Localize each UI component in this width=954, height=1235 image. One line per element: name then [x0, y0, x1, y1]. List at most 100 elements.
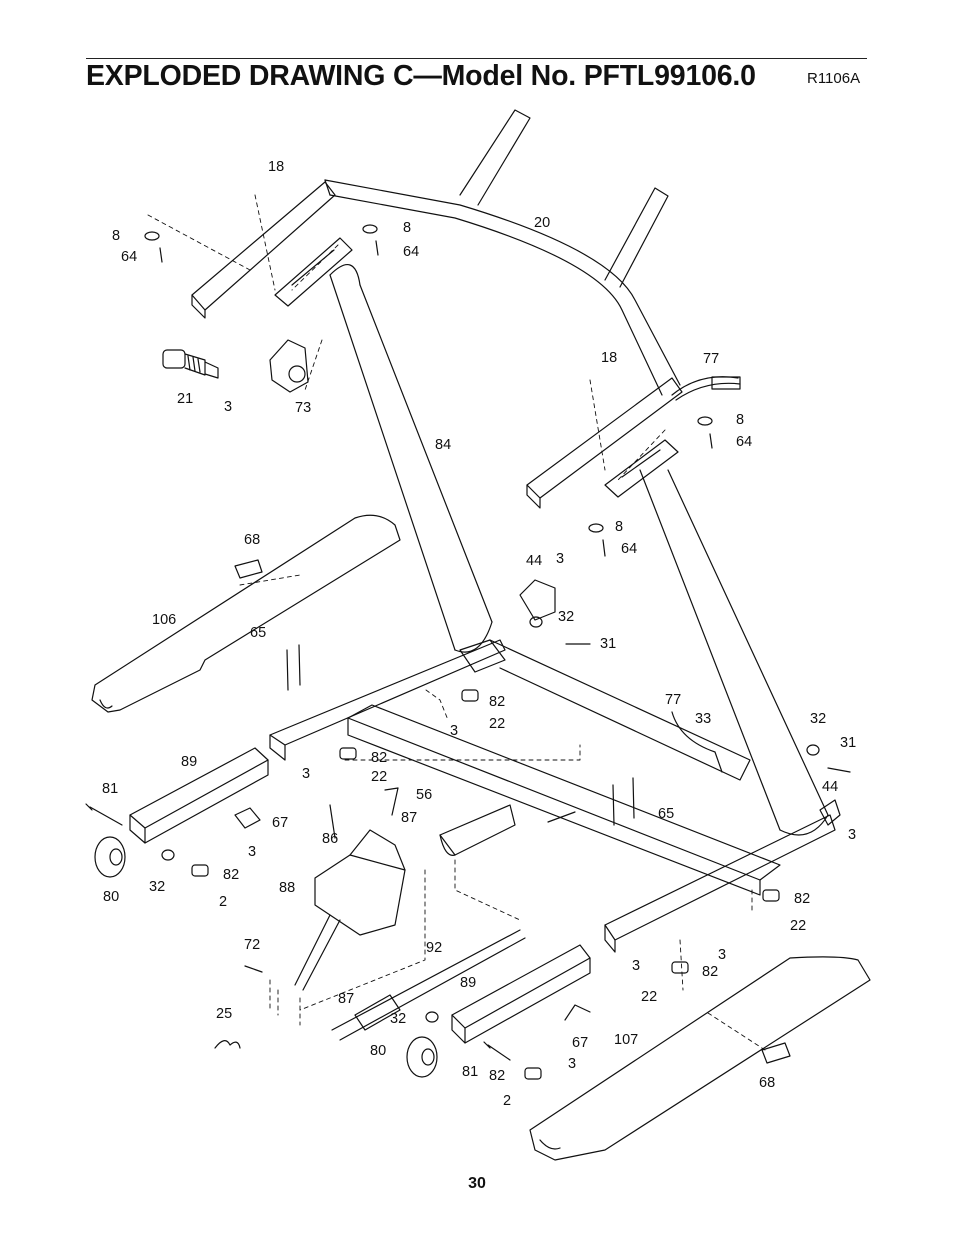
hardware — [144, 224, 851, 1049]
callout-8: 8 — [403, 220, 412, 236]
callout-88: 88 — [279, 880, 296, 896]
wheel-80-left — [94, 836, 126, 878]
base-frame — [269, 639, 836, 953]
callout-81: 81 — [102, 781, 119, 797]
decal-68-right — [761, 1042, 791, 1064]
drawing-reference: R1106A — [807, 70, 861, 87]
callout-73: 73 — [295, 400, 312, 416]
callout-68: 68 — [759, 1075, 776, 1091]
leveler-89-right — [451, 944, 591, 1044]
callout-3: 3 — [718, 947, 727, 963]
callout-3: 3 — [224, 399, 233, 415]
header-rule — [86, 58, 867, 59]
callout-82: 82 — [702, 964, 719, 980]
upright-right — [639, 469, 829, 836]
leveler-89-left — [129, 747, 269, 844]
bracket-73 — [269, 339, 309, 393]
callout-3: 3 — [556, 551, 565, 567]
decal-68-left — [234, 559, 263, 579]
callout-82: 82 — [223, 867, 240, 883]
callout-87: 87 — [338, 991, 355, 1007]
callout-64: 64 — [736, 434, 753, 450]
callout-8: 8 — [736, 412, 745, 428]
callout-33: 33 — [695, 711, 712, 727]
hood-106 — [91, 514, 401, 713]
callout-22: 22 — [641, 989, 658, 1005]
callout-64: 64 — [121, 249, 138, 265]
callout-3: 3 — [248, 844, 257, 860]
callout-64: 64 — [403, 244, 420, 260]
callout-31: 31 — [600, 636, 617, 652]
bolt-65-left — [286, 644, 301, 691]
wire-harness-77 — [671, 376, 741, 401]
callout-86: 86 — [322, 831, 339, 847]
callout-3: 3 — [632, 958, 641, 974]
callout-32: 32 — [810, 711, 827, 727]
right-arm-bracket — [526, 377, 683, 509]
upright-84 — [329, 264, 493, 653]
callout-77: 77 — [665, 692, 682, 708]
callout-67: 67 — [572, 1035, 589, 1051]
callout-82: 82 — [489, 694, 506, 710]
callout-32: 32 — [390, 1011, 407, 1027]
callout-64: 64 — [621, 541, 638, 557]
handrail-frame-20 — [324, 109, 681, 396]
callout-2: 2 — [219, 894, 228, 910]
piston-92 — [331, 929, 526, 1041]
callout-32: 32 — [149, 879, 166, 895]
bracket-44-right — [819, 799, 841, 826]
callout-87: 87 — [401, 810, 418, 826]
callout-22: 22 — [489, 716, 506, 732]
callout-67: 67 — [272, 815, 289, 831]
callout-81: 81 — [462, 1064, 479, 1080]
callout-18-top: 18 — [268, 159, 285, 175]
callout-89: 89 — [460, 975, 477, 991]
callout-20: 20 — [534, 215, 551, 231]
callout-3: 3 — [848, 827, 857, 843]
callout-56: 56 — [416, 787, 433, 803]
callout-82: 82 — [489, 1068, 506, 1084]
callout-68: 68 — [244, 532, 261, 548]
callout-3: 3 — [568, 1056, 577, 1072]
callout-18: 18 — [601, 350, 618, 366]
callout-77: 77 — [703, 351, 720, 367]
callout-80: 80 — [370, 1043, 387, 1059]
page-number: 30 — [468, 1175, 486, 1192]
callout-22: 22 — [371, 769, 388, 785]
callout-82: 82 — [371, 750, 388, 766]
callout-25: 25 — [216, 1006, 233, 1022]
left-arm-bracket — [191, 181, 353, 319]
callout-106: 106 — [152, 612, 177, 628]
callout-22: 22 — [790, 918, 807, 934]
callout-31: 31 — [840, 735, 857, 751]
callout-8: 8 — [112, 228, 121, 244]
bolt-81-right — [483, 1041, 511, 1061]
callout-107: 107 — [614, 1032, 639, 1048]
callout-44: 44 — [822, 779, 839, 795]
callout-65: 65 — [250, 625, 267, 641]
bolt-65-right — [612, 777, 635, 826]
foot-82-set — [191, 689, 780, 1080]
callout-32: 32 — [558, 609, 575, 625]
callout-65: 65 — [658, 806, 675, 822]
hood-107 — [529, 956, 871, 1161]
callout-44: 44 — [526, 553, 543, 569]
callout-80: 80 — [103, 889, 120, 905]
bolt-81-left — [85, 803, 123, 826]
callout-84: 84 — [435, 437, 452, 453]
knob-21 — [162, 349, 219, 379]
lift-motor-88 — [294, 829, 406, 991]
wheel-80-right — [406, 1036, 438, 1078]
page-title: EXPLODED DRAWING C—Model No. PFTL99106.0 — [86, 60, 756, 92]
alignment-lines — [147, 194, 766, 1051]
callout-3: 3 — [302, 766, 311, 782]
callout-3: 3 — [450, 723, 459, 739]
callout-21: 21 — [177, 391, 194, 407]
bracket-44 — [519, 579, 556, 621]
callout-2: 2 — [503, 1093, 512, 1109]
callout-89: 89 — [181, 754, 198, 770]
callout-92: 92 — [426, 940, 443, 956]
callout-82: 82 — [794, 891, 811, 907]
callout-8: 8 — [615, 519, 624, 535]
